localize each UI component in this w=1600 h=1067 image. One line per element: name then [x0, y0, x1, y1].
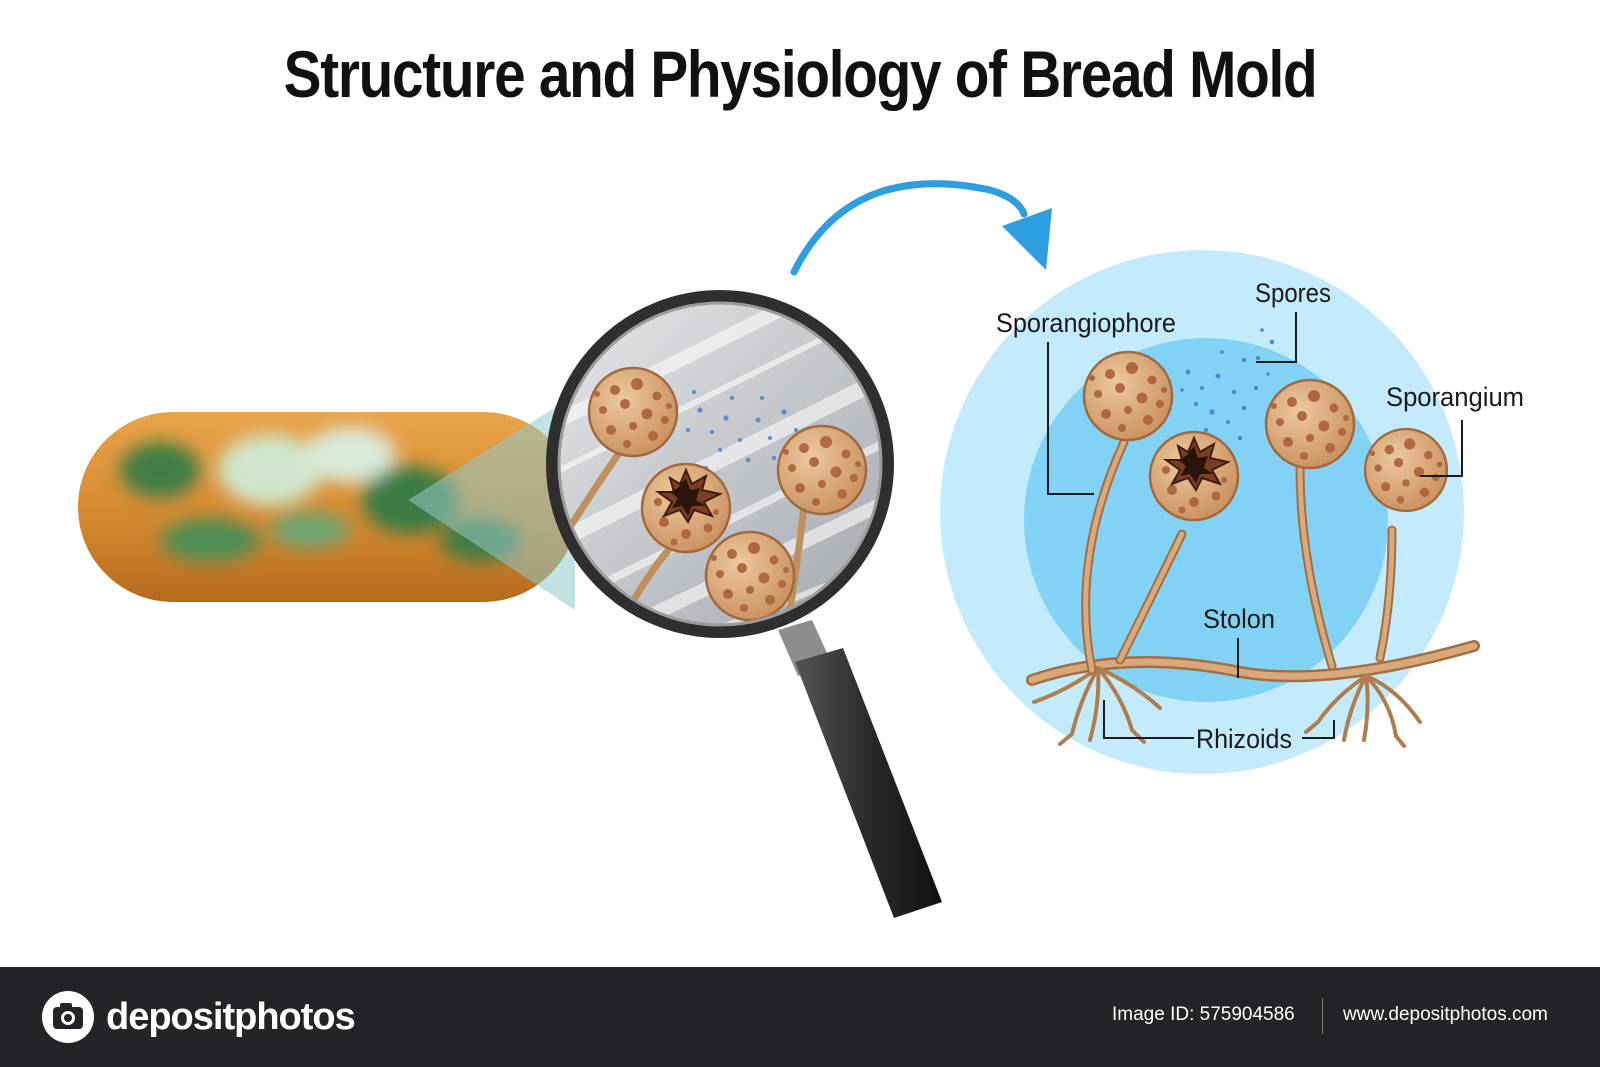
arrow-icon: [790, 180, 1052, 276]
image-id-text: Image ID: 575904586: [1112, 1004, 1295, 1025]
sporangiophores: [1081, 437, 1397, 675]
footer-divider: [1322, 998, 1323, 1034]
label-rhizoids: Rhizoids: [1196, 724, 1292, 754]
lens-sporangium: [587, 366, 679, 458]
lens-sporangium: [704, 530, 796, 622]
label-sporangiophore: Sporangiophore: [996, 308, 1176, 338]
leader-lines: [1047, 312, 1463, 739]
label-sporangium: Sporangium: [1386, 382, 1524, 412]
label-spores: Spores: [1255, 278, 1331, 308]
brand-name: depositphotos: [106, 995, 356, 1038]
bubble-spores: [1180, 328, 1275, 441]
brand-logo[interactable]: depositphotos: [40, 989, 356, 1045]
sporangium: [1264, 378, 1356, 470]
lens-burst-sporangium: [640, 462, 732, 554]
magnification-beam: [408, 395, 575, 610]
label-stolon: Stolon: [1203, 604, 1275, 634]
footer-bar: depositphotos Image ID: 575904586 www.de…: [0, 967, 1600, 1067]
camera-icon: [42, 991, 94, 1043]
burst-sporangium: [1148, 430, 1240, 522]
lens-sporangium: [776, 424, 868, 516]
magnifier-lens: [546, 290, 894, 638]
sporangium: [1363, 427, 1449, 513]
site-link[interactable]: www.depositphotos.com: [1343, 1004, 1548, 1025]
bread-mold-diagram: Sporangiophore Spores Sporangium Stolon …: [78, 180, 1524, 918]
magnifier-handle: [778, 620, 942, 918]
page-title: Structure and Physiology of Bread Mold: [283, 37, 1318, 111]
sporangium: [1082, 350, 1174, 442]
